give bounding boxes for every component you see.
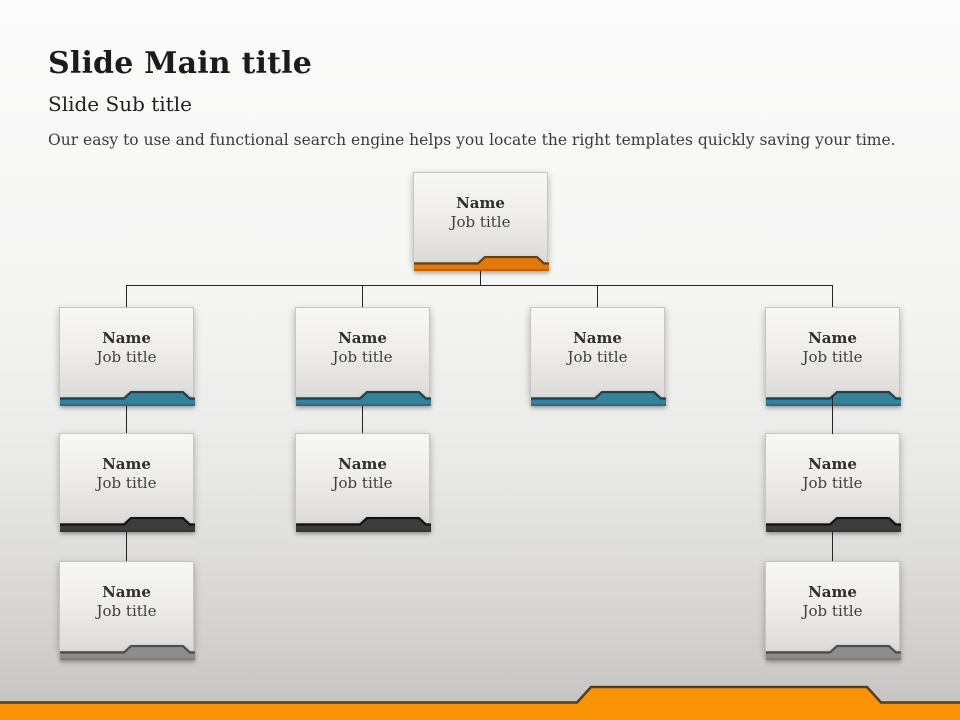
connector-drop-col1 — [126, 285, 128, 308]
accent-tab-teal — [531, 391, 666, 406]
org-node-l4-c1: Name Job title — [59, 561, 195, 660]
node-name: Name — [808, 329, 857, 347]
node-job-title: Job title — [450, 213, 511, 231]
connector-col4-l3-l4 — [832, 530, 834, 562]
accent-tab-gray — [60, 645, 195, 660]
node-name: Name — [573, 329, 622, 347]
accent-tab-orange — [414, 256, 549, 271]
accent-tab-teal — [766, 391, 901, 406]
slide-description: Our easy to use and functional search en… — [48, 131, 896, 149]
node-job-title: Job title — [567, 348, 628, 366]
org-node-l2-c3: Name Job title — [530, 307, 666, 406]
connector-drop-col4 — [832, 285, 834, 308]
accent-tab-teal — [60, 391, 195, 406]
accent-tab-gray — [766, 645, 901, 660]
node-name: Name — [808, 583, 857, 601]
connector-col4-l2-l3 — [832, 395, 834, 434]
node-job-title: Job title — [802, 474, 863, 492]
footer-ribbon — [0, 685, 960, 720]
connector-drop-col2 — [362, 285, 364, 308]
node-job-title: Job title — [802, 348, 863, 366]
node-name: Name — [102, 455, 151, 473]
org-node-l4-c4: Name Job title — [765, 561, 901, 660]
org-node-l3-c4: Name Job title — [765, 433, 901, 532]
node-name: Name — [338, 329, 387, 347]
accent-tab-dark — [296, 517, 431, 532]
node-job-title: Job title — [332, 348, 393, 366]
connector-drop-col3 — [597, 285, 599, 308]
org-node-l2-c1: Name Job title — [59, 307, 195, 406]
org-node-l3-c1: Name Job title — [59, 433, 195, 532]
accent-tab-teal — [296, 391, 431, 406]
connector-col2-l2-l3 — [362, 404, 364, 434]
org-node-root: Name Job title — [413, 172, 549, 271]
node-job-title: Job title — [96, 474, 157, 492]
connector-col1-l2-l3 — [126, 404, 128, 434]
connector-main-horizontal — [126, 285, 833, 287]
node-name: Name — [102, 583, 151, 601]
org-node-l2-c4: Name Job title — [765, 307, 901, 406]
node-name: Name — [456, 194, 505, 212]
connector-root-stem — [480, 270, 482, 286]
node-name: Name — [808, 455, 857, 473]
node-job-title: Job title — [96, 348, 157, 366]
node-name: Name — [102, 329, 151, 347]
node-name: Name — [338, 455, 387, 473]
accent-tab-dark — [60, 517, 195, 532]
slide-subtitle: Slide Sub title — [48, 92, 192, 116]
org-node-l2-c2: Name Job title — [295, 307, 431, 406]
node-job-title: Job title — [332, 474, 393, 492]
connector-col1-l3-l4 — [126, 530, 128, 562]
slide-title: Slide Main title — [48, 46, 313, 81]
node-job-title: Job title — [802, 602, 863, 620]
accent-tab-dark — [766, 517, 901, 532]
org-node-l3-c2: Name Job title — [295, 433, 431, 532]
node-job-title: Job title — [96, 602, 157, 620]
